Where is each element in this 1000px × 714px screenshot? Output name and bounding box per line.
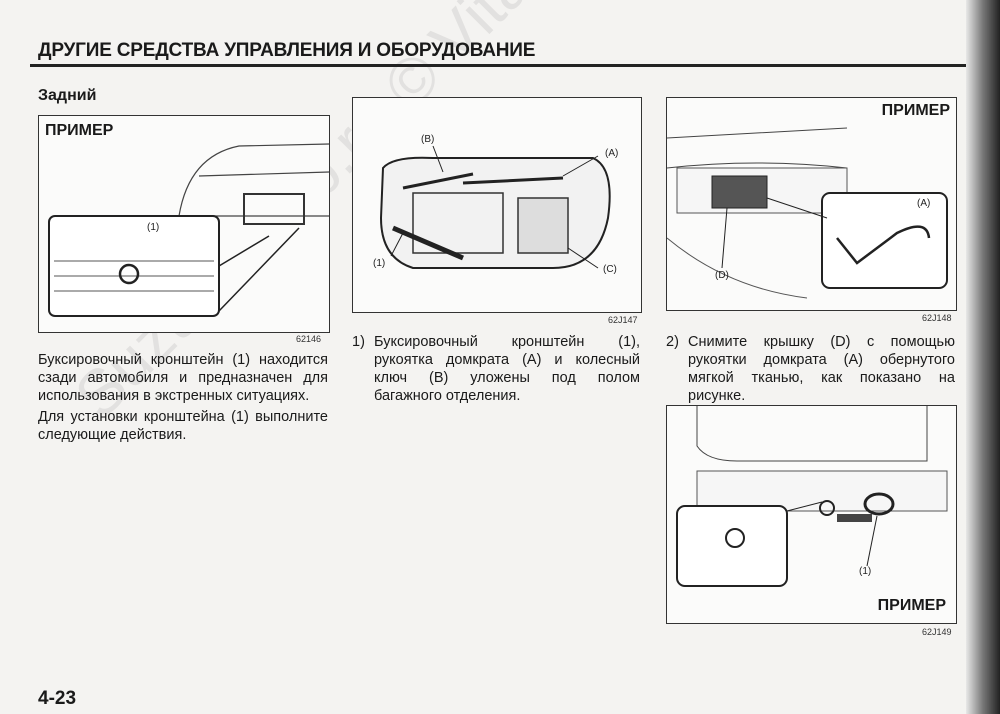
figure-remove-cover: ПРИМЕР (A) (D) (666, 97, 957, 311)
figure-code: 62146 (296, 334, 322, 344)
example-label: ПРИМЕР (45, 122, 114, 139)
paragraph: Буксировочный кронштейн (1) находится сз… (38, 352, 328, 404)
figure-luggage-tools: (B) (A) (1) (C) (352, 97, 642, 313)
callout-c: (C) (603, 264, 617, 275)
paragraph: Для установки кронштейна (1) выполните с… (38, 409, 328, 443)
callout-a: (A) (605, 148, 619, 159)
page-number: 4-23 (38, 688, 77, 709)
figure-code: 62J147 (608, 315, 638, 325)
step-1: 1) Буксировочный кронштейн (1), рукоятка… (352, 333, 640, 405)
step-text: Снимите крышку (D) с помощью рукоятки до… (688, 334, 955, 404)
tool-tray-illustration (379, 145, 611, 269)
callout-1: (1) (373, 258, 386, 269)
step-text: Буксировочный кронштейн (1), рукоятка до… (374, 334, 640, 404)
section-subtitle: Задний (38, 87, 97, 104)
step-number: 1) (352, 334, 365, 350)
callout-a: (A) (917, 198, 931, 209)
title-rule (30, 64, 966, 67)
figure-install-tow-hook: (1) ПРИМЕР (666, 405, 957, 624)
scan-gutter-shadow (966, 0, 1000, 714)
callout-d: (D) (715, 270, 729, 281)
example-label: ПРИМЕР (877, 597, 946, 614)
step-2: 2) Снимите крышку (D) с помощью рукоятки… (666, 333, 955, 405)
example-label: ПРИМЕР (881, 102, 950, 119)
figure-rear-tow-hook-location: ПРИМЕР (1) (38, 115, 330, 333)
figure-code: 62J149 (922, 627, 952, 637)
bumper-cover-illustration (667, 127, 948, 299)
step-number: 2) (666, 334, 679, 350)
callout-1: (1) (147, 222, 160, 233)
car-rear-illustration (48, 143, 329, 317)
callout-b: (B) (421, 134, 435, 145)
page-title: ДРУГИЕ СРЕДСТВА УПРАВЛЕНИЯ И ОБОРУДОВАНИ… (38, 40, 536, 61)
callout-1: (1) (859, 566, 872, 577)
figure-code: 62J148 (922, 313, 952, 323)
tow-hook-install-illustration (676, 406, 948, 587)
